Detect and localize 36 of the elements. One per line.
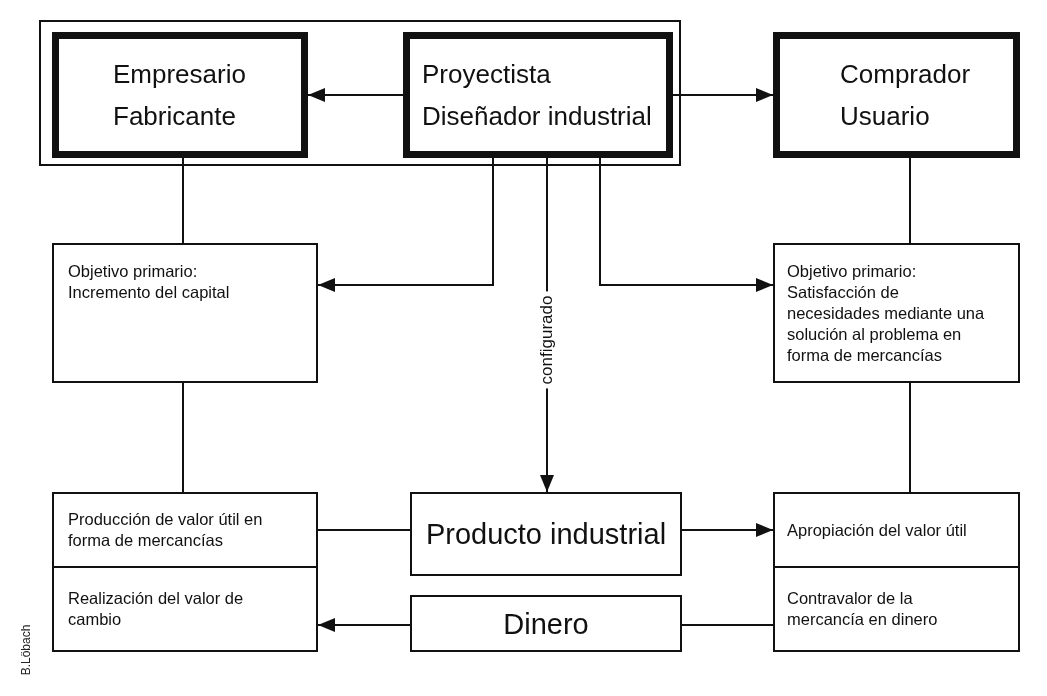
process-box — [410, 492, 682, 576]
process-box — [52, 566, 318, 652]
box-text: Proyectista — [422, 58, 551, 91]
process-box — [52, 32, 308, 158]
edge-label: configurado — [537, 291, 557, 389]
process-box — [773, 243, 1020, 383]
box-text: Producto industrial — [425, 517, 667, 551]
connector-arrow — [599, 157, 774, 292]
connector-arrow — [672, 88, 774, 102]
process-box — [773, 492, 1020, 568]
process-box — [52, 492, 318, 568]
process-box — [773, 566, 1020, 652]
box-text: Usuario — [840, 100, 930, 133]
box-text: Realización del valor de cambio — [68, 588, 245, 630]
box-text: Empresario — [113, 58, 246, 91]
frame-box — [39, 20, 681, 166]
box-text: Satisfacción de necesidades mediante una solución al problema en forma de mercancías — [787, 282, 986, 366]
box-text: Apropiación del valor útil — [787, 519, 967, 541]
box-text: Diseñador industrial — [422, 100, 652, 133]
connector-arrow — [681, 523, 774, 537]
process-box — [773, 32, 1020, 158]
author-credit: B.Löbach — [19, 624, 33, 676]
box-text: Incremento del capital — [68, 282, 230, 303]
box-text: Comprador — [840, 58, 971, 91]
connector-arrow — [307, 88, 404, 102]
connector-arrow — [317, 157, 494, 292]
box-text: Objetivo primario: — [68, 261, 198, 282]
process-box — [410, 595, 682, 652]
connector-arrow — [317, 618, 411, 632]
box-text: Contravalor de la mercancía en dinero — [787, 588, 939, 630]
box-text: Fabricante — [113, 100, 236, 133]
box-text: Producción de valor útil en forma de mercancías — [68, 509, 264, 551]
box-text: Objetivo primario: — [787, 261, 917, 282]
process-box — [403, 32, 673, 158]
box-text: Dinero — [503, 606, 589, 641]
process-box — [52, 243, 318, 383]
